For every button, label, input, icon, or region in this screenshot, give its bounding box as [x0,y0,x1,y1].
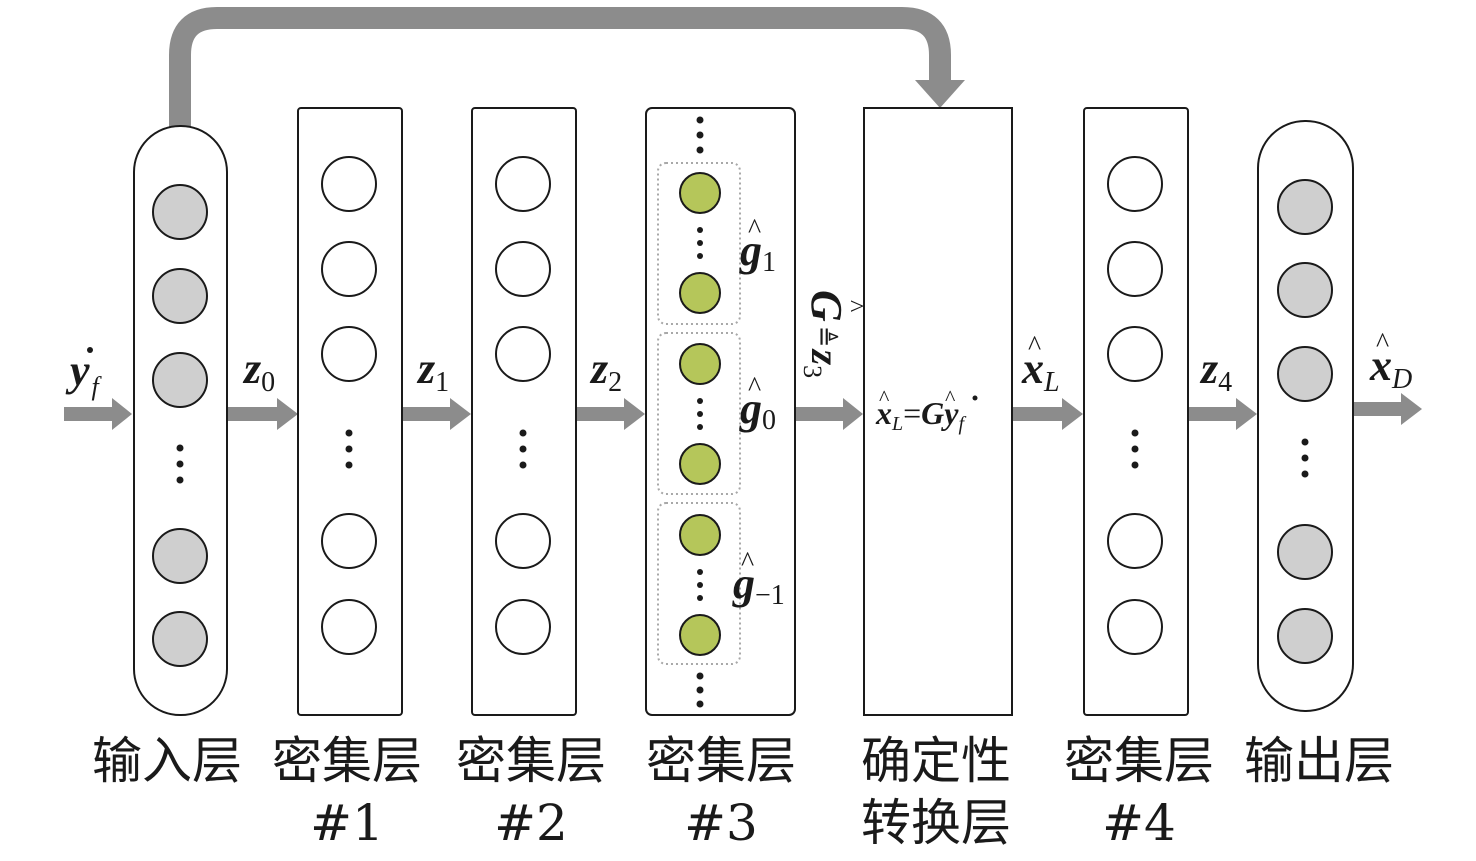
output-node [1277,524,1333,580]
g-hat-minus1-label: g−1 ^ [732,547,785,611]
ellipsis-dots [697,227,703,259]
svg-text:xD: xD [1369,341,1412,395]
caption-dense-layer-3: 密集层 #3 [646,732,796,852]
arrow-xL [1012,398,1083,430]
arrow-output [1353,393,1422,425]
group-box-g0 [657,332,741,495]
ellipsis-dots [519,429,527,469]
flow-arrows [64,393,1422,430]
output-node [1277,179,1333,235]
g-definition-label: G≜z3 ^ [798,290,869,378]
ellipsis-dots [1301,438,1309,478]
svg-text:^: ^ [748,372,761,403]
svg-text:G≜z3: G≜z3 [798,290,851,378]
input-node [152,268,208,324]
dense-layer-4 [1083,107,1189,716]
arrow-z0 [227,398,298,430]
dense-node [1107,241,1163,297]
ellipsis-dots [176,444,184,484]
dense-node [1107,513,1163,569]
dense-node [495,156,551,212]
dense-node [495,326,551,382]
arrow-z1 [402,398,471,430]
g-hat-1-label: g1 ^ [739,214,776,278]
caption-dense-layer-1: 密集层 #1 [272,732,422,852]
input-signal-label: yf [65,346,103,401]
ellipsis-dots [696,116,704,154]
dense-node [495,599,551,655]
dense-node [1107,156,1163,212]
arrow-input [64,398,132,430]
svg-text:^: ^ [879,385,890,410]
green-node [679,172,721,214]
skip-connection-arrow [169,7,951,128]
ellipsis-dots [697,398,703,430]
svg-text:^: ^ [741,547,754,578]
arrow-z4 [1188,398,1257,430]
caption-dense-layer-4: 密集层 #4 [1064,732,1214,852]
skip-connection-arrowhead [915,80,965,108]
green-node [679,343,721,385]
output-node [1277,262,1333,318]
ellipsis-dots [697,569,703,601]
caption-transform-layer: 确定性 转换层 [861,732,1011,852]
dense-node [495,241,551,297]
svg-text:^: ^ [1028,331,1041,362]
svg-text:xL=Gyf: xL=Gyf [875,395,966,435]
caption-dense-layer-2: 密集层 #2 [456,732,606,852]
green-node [679,272,721,314]
svg-text:g1: g1 [739,226,776,278]
green-node [679,614,721,656]
group-box-g-1 [657,502,741,665]
dense-node [495,513,551,569]
dense-node [321,241,377,297]
dense-layer-2 [471,107,577,716]
input-layer [133,125,228,716]
dense-node [1107,326,1163,382]
output-node [1277,346,1333,402]
output-node [1277,608,1333,664]
signal-label-z1: z1 [416,344,449,398]
transform-layer [863,107,1013,716]
ellipsis-dots [345,429,353,469]
arrow-z2 [576,398,645,430]
svg-text:^: ^ [748,214,761,245]
dense-node [321,513,377,569]
dense-layer-1 [297,107,403,716]
svg-text:^: ^ [1376,328,1389,359]
g-hat-0-label: g0 ^ [739,372,776,436]
svg-text:xL: xL [1021,344,1060,398]
svg-text:yf: yf [65,346,103,401]
svg-text:^: ^ [840,300,869,312]
group-box-g1 [657,162,741,325]
ellipsis-dots [696,672,704,708]
input-node [152,528,208,584]
signal-label-z2: z2 [589,344,622,398]
arrow-z3 [795,398,863,430]
dense-node [321,599,377,655]
caption-output-layer: 输出层 [1244,732,1394,790]
dense-node [321,156,377,212]
green-node [679,443,721,485]
svg-text:g−1: g−1 [732,559,785,611]
input-node [152,611,208,667]
dense-node [1107,599,1163,655]
signal-label-z0: z0 [242,344,275,398]
transform-formula: xL=Gyf ^ ^ [875,385,978,435]
output-layer [1257,120,1354,712]
ellipsis-dots [1131,429,1139,469]
signal-label-xL: xL ^ [1021,331,1060,398]
input-node [152,184,208,240]
dense-layer-3 [645,107,796,716]
signal-label-z4: z4 [1199,344,1232,398]
input-node [152,352,208,408]
svg-text:^: ^ [945,385,956,410]
signal-label-xD: xD ^ [1369,328,1412,395]
dense-node [321,326,377,382]
svg-text:g0: g0 [739,384,776,436]
caption-input-layer: 输入层 [92,732,242,790]
green-node [679,514,721,556]
